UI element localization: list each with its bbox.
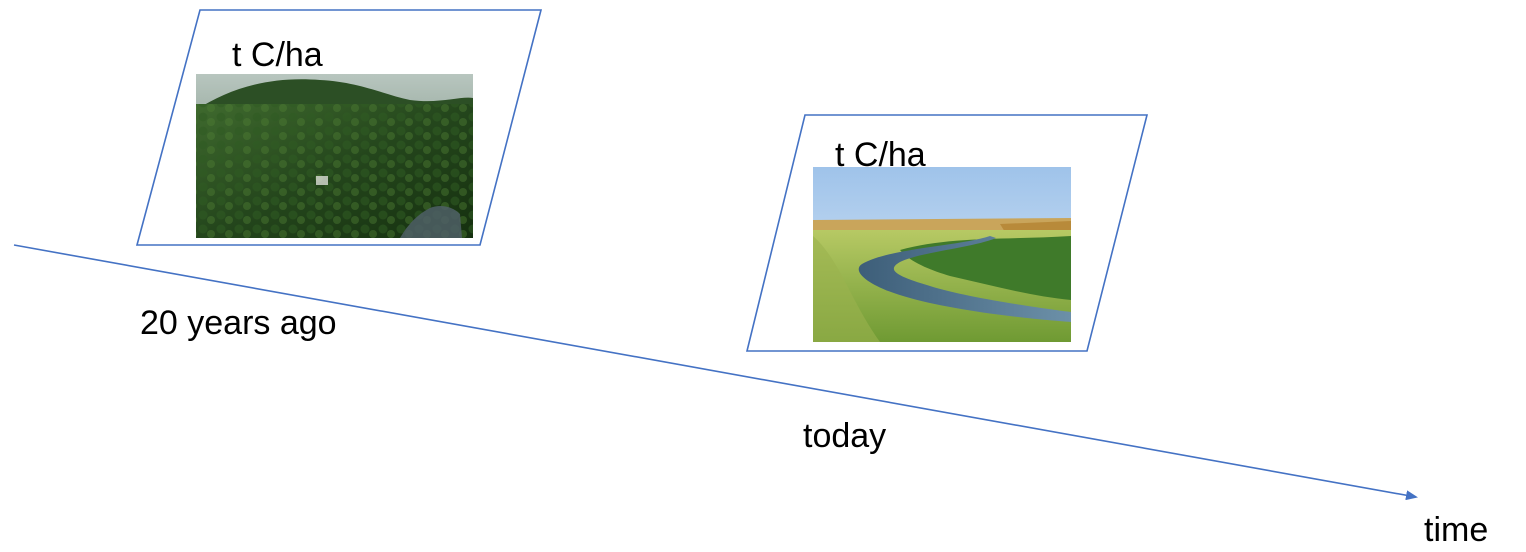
timeline-axis-label: time — [1424, 511, 1489, 549]
grassland-river-photo — [813, 167, 1071, 342]
snapshot-past-unit-label: t C/ha — [232, 36, 323, 74]
timeline-axis — [13, 244, 1418, 501]
timeline-present-label: today — [803, 417, 887, 455]
timeline-past-label: 20 years ago — [140, 304, 337, 342]
snapshot-present-unit-label: t C/ha — [835, 136, 926, 174]
forest-photo — [196, 74, 473, 238]
